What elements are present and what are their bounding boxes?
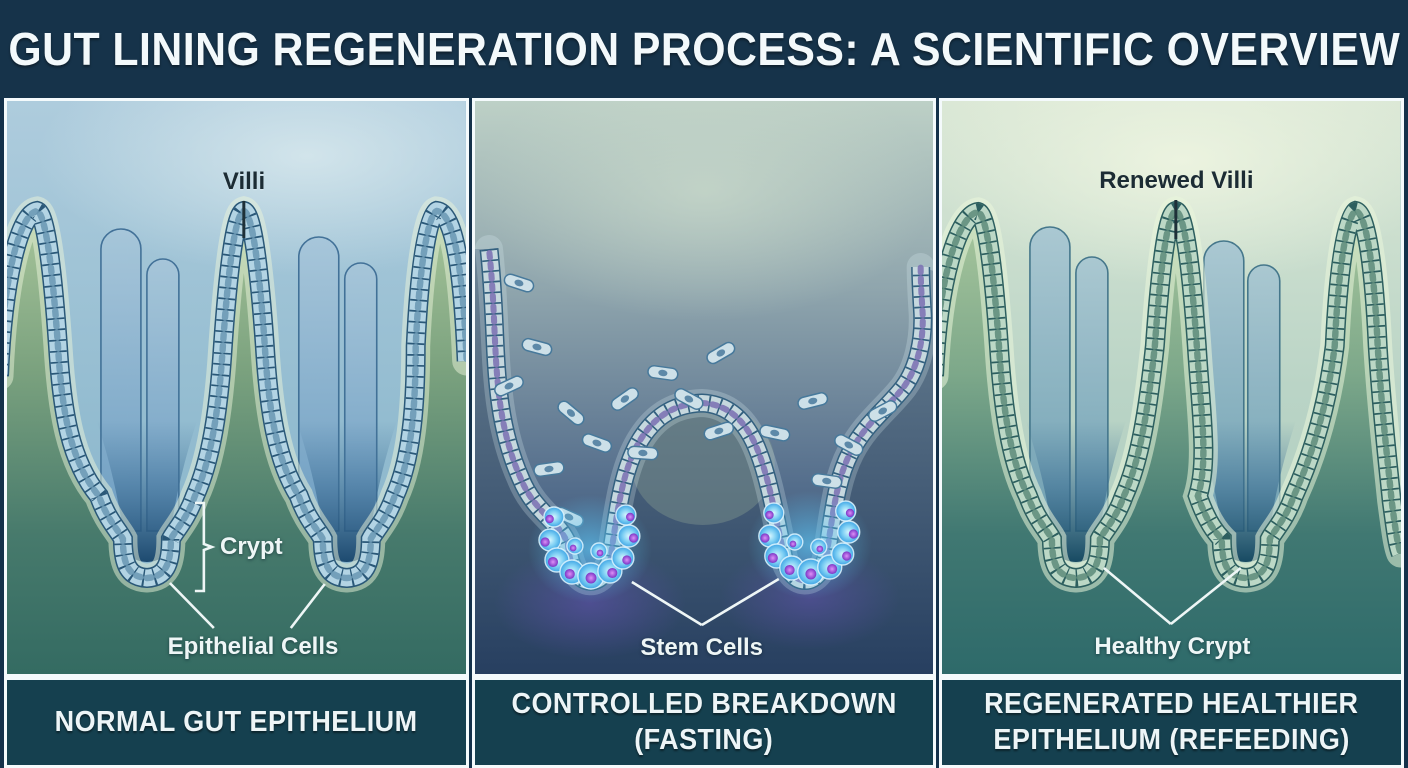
- caption-controlled-breakdown: CONTROLLED BREAKDOWN (FASTING): [471, 677, 937, 768]
- epithelial-pointer-line-right: [289, 583, 326, 629]
- stem-pointer-line-right: [700, 577, 780, 627]
- page-title: GUT LINING REGENERATION PROCESS: A SCIEN…: [8, 23, 1400, 75]
- caption-regenerated-epithelium: REGENERATED HEALTHIER EPITHELIUM (REFEED…: [939, 677, 1405, 768]
- regenerated-illustration: [942, 101, 1402, 674]
- healthy-crypt-pointer-line-left: [1103, 567, 1173, 625]
- stem-pointer-line-left: [630, 580, 703, 627]
- caption-text: NORMAL GUT EPITHELIUM: [54, 705, 418, 738]
- panels-row: Villi Crypt Epithelial Cells Stem Cells: [4, 98, 1405, 677]
- shed-cells: [493, 273, 898, 528]
- epithelial-pointer-line-left: [168, 582, 215, 629]
- caption-text: CONTROLLED BREAKDOWN: [511, 688, 897, 721]
- renewed-cell-lining: [942, 195, 1402, 593]
- pointer-graphics: [630, 577, 780, 627]
- caption-text: EPITHELIUM (REFEEDING): [993, 723, 1350, 756]
- pointer-graphics: [1103, 200, 1242, 626]
- caption-text: (FASTING): [634, 723, 774, 756]
- panel-controlled-breakdown: Stem Cells: [471, 98, 937, 677]
- crypt-bracket: [194, 501, 216, 593]
- normal-epithelium-illustration: [7, 101, 466, 674]
- panel-normal-epithelium: Villi Crypt Epithelial Cells: [4, 98, 469, 677]
- title-bar: GUT LINING REGENERATION PROCESS: A SCIEN…: [0, 0, 1408, 98]
- illustration-art: [7, 101, 466, 674]
- breakdown-illustration: [474, 101, 934, 674]
- caption-text: REGENERATED HEALTHIER: [984, 688, 1359, 721]
- captions-row: NORMAL GUT EPITHELIUM CONTROLLED BREAKDO…: [4, 677, 1405, 768]
- healthy-crypt-pointer-line-right: [1170, 566, 1242, 626]
- illustration-art: [474, 101, 934, 674]
- stem-cell-cluster: [527, 495, 652, 603]
- illustration-art: [942, 101, 1402, 674]
- caption-normal-epithelium: NORMAL GUT EPITHELIUM: [4, 677, 469, 768]
- panel-regenerated-epithelium: Renewed Villi Healthy Crypt: [939, 98, 1405, 677]
- stem-cell-cluster: [747, 491, 872, 599]
- pointer-graphics: [168, 201, 326, 629]
